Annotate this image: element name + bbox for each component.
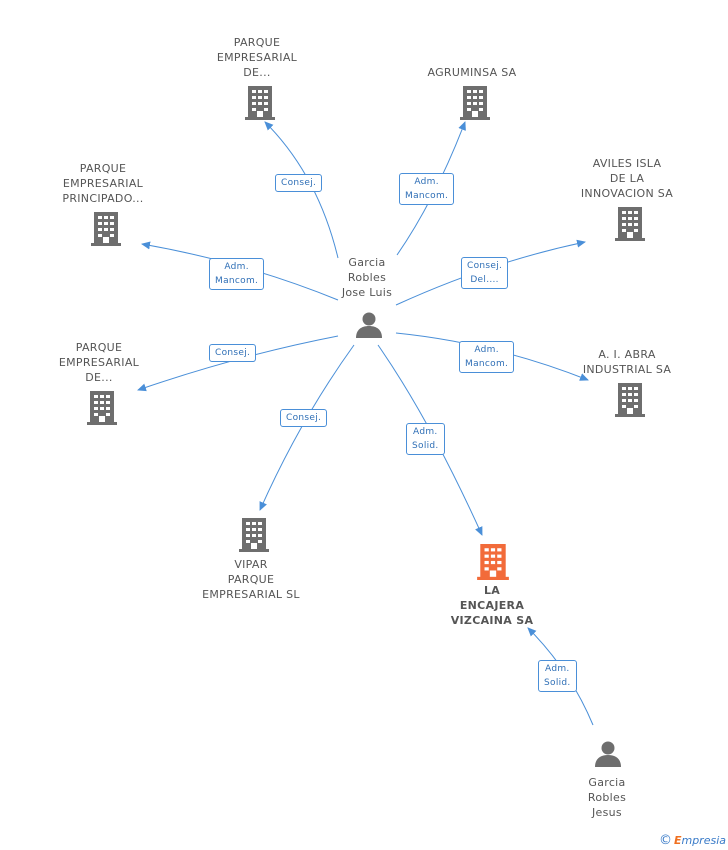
node-label-parque-empresarial-1[interactable]: PARQUE EMPRESARIAL DE... [216,36,298,79]
relation-label-ai-abra: Adm. Mancom. [459,341,515,373]
building-icon[interactable] [615,383,645,417]
person-icon[interactable] [594,740,622,768]
relation-label-encajera-jesus: Adm. Solid. [538,660,577,692]
node-label-agruminsa[interactable]: AGRUMINSA SA [427,66,517,79]
relation-label-aviles: Consej. Del.... [461,257,509,289]
node-label-garcia-robles-jose-luis[interactable]: Garcia Robles Jose Luis [341,256,393,299]
footer-brand: ©Empresia [659,833,726,848]
brand-name: mpresia [681,834,726,847]
building-icon[interactable] [91,212,121,246]
node-label-parque-empresarial-2[interactable]: PARQUE EMPRESARIAL DE... [58,341,140,384]
building-icon[interactable] [615,207,645,241]
building-icon[interactable] [245,86,275,120]
node-label-parque-principado[interactable]: PARQUE EMPRESARIAL PRINCIPADO... [62,162,144,205]
building-icon[interactable] [460,86,490,120]
node-label-aviles-isla[interactable]: AVILES ISLA DE LA INNOVACION SA [580,157,674,200]
node-label-vipar[interactable]: VIPAR PARQUE EMPRESARIAL SL [202,558,300,601]
building-icon[interactable] [239,518,269,552]
node-label-la-encajera[interactable]: LA ENCAJERA VIZCAINA SA [450,584,534,627]
brand-initial: E [673,834,682,847]
person-icon[interactable] [355,311,383,339]
relation-label-vipar: Consej. [280,409,328,427]
building-icon[interactable] [87,391,117,425]
building-icon-focus[interactable] [477,544,509,580]
copyright-icon: © [658,833,672,848]
relation-label-agruminsa: Adm. Mancom. [399,173,455,205]
node-label-garcia-robles-jesus[interactable]: Garcia Robles Jesus [587,776,627,819]
edge-vipar [259,344,355,511]
relation-label-parque-2: Consej. [209,344,257,362]
node-label-ai-abra[interactable]: A. I. ABRA INDUSTRIAL SA [582,348,672,376]
relation-label-parque-1: Consej. [275,174,323,192]
relation-label-encajera-jose-luis: Adm. Solid. [406,423,445,455]
relation-label-parque-principado: Adm. Mancom. [209,258,265,290]
